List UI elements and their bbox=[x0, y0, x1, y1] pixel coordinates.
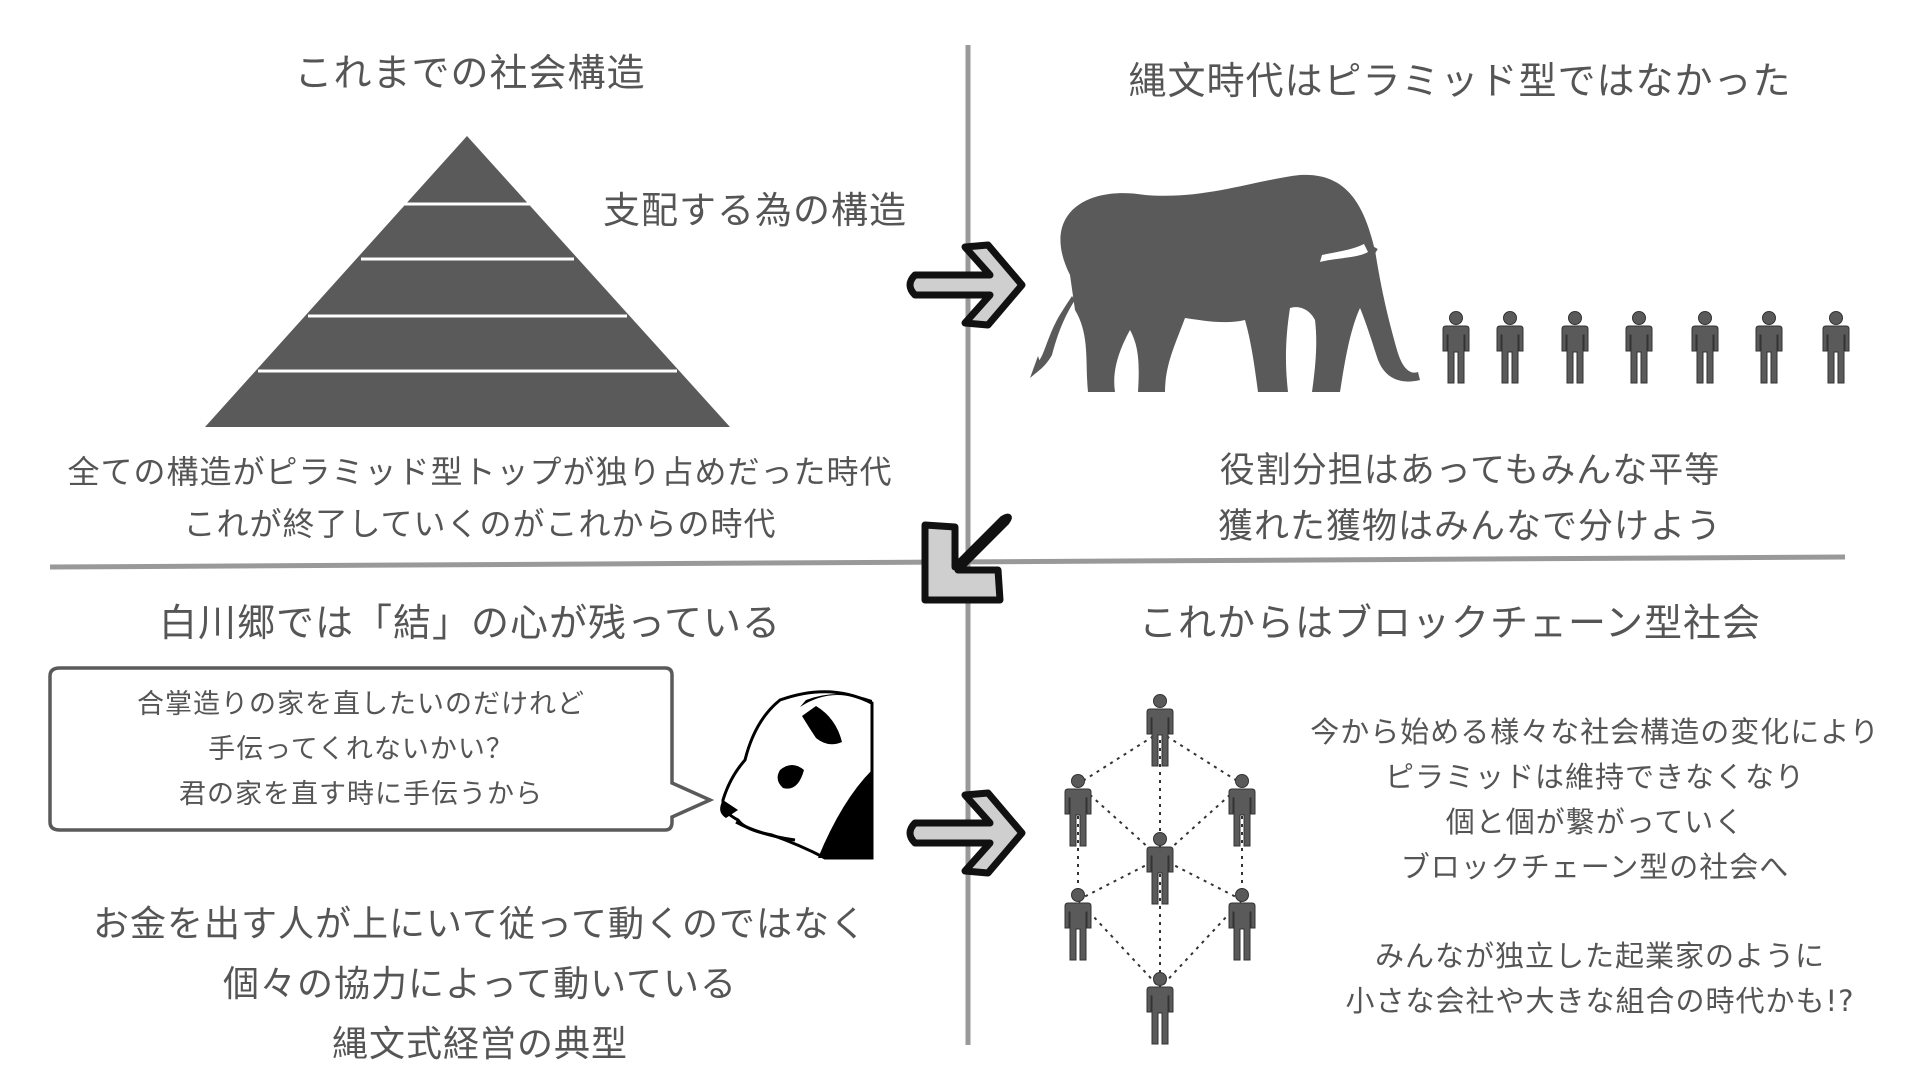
text-line: 今から始める様々な社会構造の変化により bbox=[1310, 715, 1880, 749]
person-icon bbox=[1064, 774, 1092, 847]
person-icon bbox=[1228, 774, 1256, 847]
person-icon bbox=[1625, 311, 1653, 384]
bubble-line: 手伝ってくれないかい？ bbox=[208, 734, 514, 765]
network-icon bbox=[1064, 694, 1256, 1045]
bottom-left-caption: お金を出す人が上にいて従って動くのではなく 個々の協力によって動いている 縄文式… bbox=[40, 895, 920, 1075]
person-icon bbox=[1496, 311, 1524, 384]
caption-line: 個々の協力によって動いている bbox=[222, 964, 738, 1005]
person-icon bbox=[1064, 888, 1092, 961]
person-icon bbox=[1146, 832, 1174, 905]
top-right-caption: 役割分担はあってもみんな平等 獲れた獲物はみんなで分けよう bbox=[1150, 443, 1790, 555]
caption-line: これが終了していくのがこれからの時代 bbox=[183, 505, 777, 543]
caption-line: お金を出す人が上にいて従って動くのではなく bbox=[92, 904, 868, 945]
top-right-title: 縄文時代はピラミッド型ではなかった bbox=[1128, 59, 1792, 103]
person-icon bbox=[1146, 972, 1174, 1045]
arrow-right-icon bbox=[906, 789, 1026, 877]
caption-line: 役割分担はあってもみんな平等 bbox=[1219, 451, 1721, 491]
bubble-text: 合掌造りの家を直したいのだけれど 手伝ってくれないかい？ 君の家を直す時に手伝う… bbox=[55, 682, 667, 817]
person-icon bbox=[1561, 311, 1589, 384]
person-icon bbox=[1146, 694, 1174, 767]
elephant-icon bbox=[1030, 174, 1420, 392]
person-icon bbox=[1442, 311, 1470, 384]
text-line: ピラミッドは維持できなくなり bbox=[1384, 760, 1805, 794]
arrow-right-icon bbox=[906, 241, 1026, 329]
top-left-title: これまでの社会構造 bbox=[294, 51, 646, 95]
text-line: みんなが独立した起業家のように bbox=[1374, 939, 1825, 973]
bubble-line: 君の家を直す時に手伝うから bbox=[179, 779, 543, 810]
text-line: 個と個が繋がっていく bbox=[1445, 805, 1745, 839]
arrow-down-left-icon bbox=[921, 513, 1012, 604]
bottom-left-title: 白川郷では「結」の心が残っている bbox=[158, 601, 782, 645]
bottom-right-title: これからはブロックチェーン型社会 bbox=[1138, 601, 1762, 645]
caption-line: 縄文式経営の典型 bbox=[331, 1024, 628, 1065]
bottom-right-text-2: みんなが独立した起業家のように 小さな会社や大きな組合の時代かも!? bbox=[1310, 934, 1890, 1024]
top-left-caption: 全ての構造がピラミッド型トップが独り占めだった時代 これが終了していくのがこれか… bbox=[40, 446, 920, 550]
text-line: 小さな会社や大きな組合の時代かも!? bbox=[1345, 984, 1855, 1018]
bottom-right-text-1: 今から始める様々な社会構造の変化により ピラミッドは維持できなくなり 個と個が繋… bbox=[1290, 710, 1900, 890]
people-row bbox=[1442, 311, 1850, 384]
person-icon bbox=[1755, 311, 1783, 384]
pyramid-icon bbox=[205, 136, 730, 427]
person-icon bbox=[1822, 311, 1850, 384]
person-icon bbox=[1691, 311, 1719, 384]
caption-line: 全ての構造がピラミッド型トップが独り占めだった時代 bbox=[67, 453, 893, 491]
speech-bubble bbox=[48, 666, 715, 832]
pyramid-label: 支配する為の構造 bbox=[603, 189, 907, 232]
caption-line: 獲れた獲物はみんなで分けよう bbox=[1217, 507, 1722, 547]
person-icon bbox=[1228, 888, 1256, 961]
text-line: ブロックチェーン型の社会へ bbox=[1400, 850, 1790, 884]
bubble-line: 合掌造りの家を直したいのだけれど bbox=[137, 689, 585, 720]
panda-icon bbox=[720, 690, 874, 860]
